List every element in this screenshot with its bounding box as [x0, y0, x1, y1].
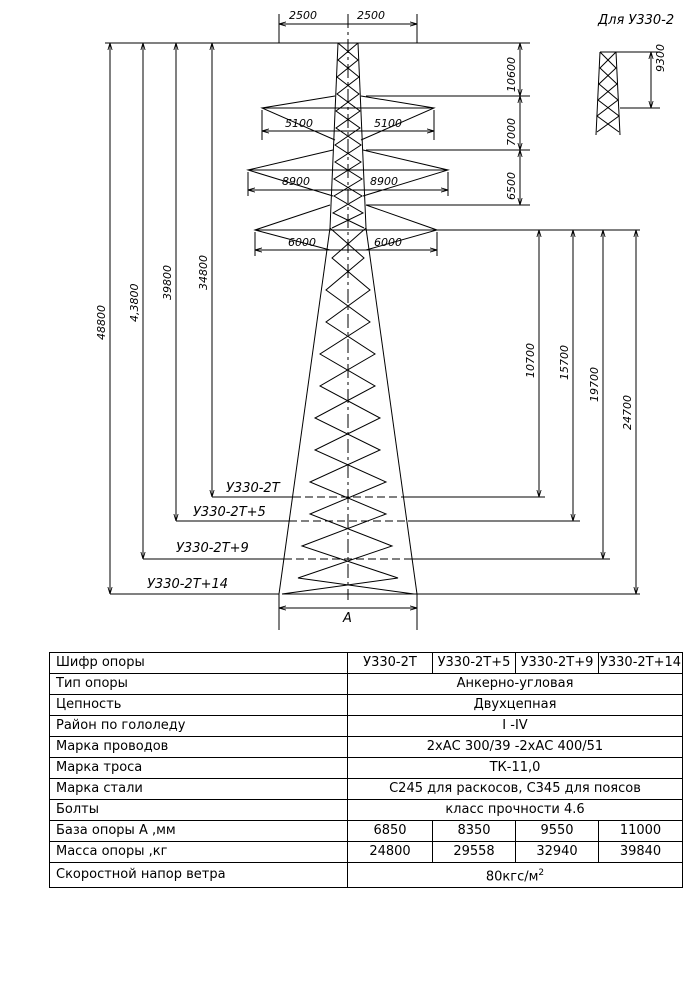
row-label: База опоры А ,мм — [49, 820, 348, 842]
cell-value: С245 для раскосов, С345 для поясов — [347, 778, 683, 800]
cell-value: 8350 — [432, 820, 516, 842]
segment-6500: 6500 — [505, 172, 518, 200]
row-label: Болты — [49, 799, 348, 821]
cell-value: I -IV — [347, 715, 683, 737]
tower-upper-body — [329, 42, 367, 229]
table-row: Цепность Двухцепная — [49, 694, 683, 716]
cell-value: Двухцепная — [347, 694, 683, 716]
segment-10600: 10600 — [505, 57, 518, 92]
tower-spec-table: Шифр опоры У330-2Т У330-2Т+5 У330-2Т+9 У… — [49, 652, 683, 889]
table-row: Шифр опоры У330-2Т У330-2Т+5 У330-2Т+9 У… — [49, 652, 683, 674]
row-label: Шифр опоры — [49, 652, 348, 674]
height-19700: 19700 — [588, 367, 601, 402]
cell-value: 11000 — [598, 820, 683, 842]
variant-note-height: 9300 — [654, 44, 667, 72]
arm2-width-right: 8900 — [370, 175, 398, 188]
table-row: Болты класс прочности 4.6 — [49, 799, 683, 821]
top-width-left: 2500 — [289, 9, 317, 22]
arm1-width-right: 5100 — [374, 117, 402, 130]
arm2-width-left: 8900 — [282, 175, 310, 188]
cell-value: ТК-11,0 — [347, 757, 683, 779]
table-row: Тип опоры Анкерно-угловая — [49, 673, 683, 695]
cell-value: 39840 — [598, 841, 683, 863]
row-label: Масса опоры ,кг — [49, 841, 348, 863]
wind-pressure-value: 80кгс/м — [485, 869, 539, 885]
table-row: База опоры А ,мм 6850 8350 9550 11000 — [49, 820, 683, 842]
cell-value: 32940 — [515, 841, 599, 863]
table-row: Марка проводов 2хАС 300/39 -2хАС 400/51 — [49, 736, 683, 758]
height-34800: 34800 — [197, 255, 210, 290]
cell-value: У330-2Т+14 — [598, 652, 683, 674]
row-label: Скоростной напор ветра — [49, 861, 348, 889]
row-label: Марка проводов — [49, 736, 348, 758]
table-row: Скоростной напор ветра 80кгс/м2 — [49, 861, 683, 889]
height-10700: 10700 — [524, 343, 537, 378]
wind-pressure-exponent: 2 — [538, 868, 545, 878]
table-row: Марка троса ТК-11,0 — [49, 757, 683, 779]
arm1-width-left: 5100 — [285, 117, 313, 130]
height-48800: 48800 — [95, 305, 108, 340]
row-label: Марка стали — [49, 778, 348, 800]
height-15700: 15700 — [558, 345, 571, 380]
base-label-2t14: У330-2Т+14 — [147, 577, 228, 592]
cell-value: класс прочности 4.6 — [347, 799, 683, 821]
base-label-2t: У330-2Т — [226, 481, 281, 496]
base-label-2t5: У330-2Т+5 — [193, 505, 266, 520]
base-dim-label: А — [342, 611, 352, 626]
arm3-width-left: 6000 — [288, 236, 316, 249]
cell-value: 9550 — [515, 820, 599, 842]
row-label: Район по гололеду — [49, 715, 348, 737]
cell-value: 29558 — [432, 841, 516, 863]
cell-value: 6850 — [347, 820, 433, 842]
height-24700: 24700 — [621, 395, 634, 430]
variant-sketch — [595, 51, 660, 136]
height-43800: 4,3800 — [128, 284, 141, 323]
variant-note: Для У330-2 — [597, 13, 674, 28]
base-label-2t9: У330-2Т+9 — [176, 541, 249, 556]
row-label: Тип опоры — [49, 673, 348, 695]
middle-crossarm — [246, 149, 450, 197]
cell-value: У330-2Т+9 — [515, 652, 599, 674]
table-row: Район по гололеду I -IV — [49, 715, 683, 737]
row-label: Марка троса — [49, 757, 348, 779]
cell-value: У330-2Т — [347, 652, 433, 674]
arm3-width-right: 6000 — [374, 236, 402, 249]
cell-value: 24800 — [347, 841, 433, 863]
tower-lower-body — [278, 227, 418, 595]
table-row: Масса опоры ,кг 24800 29558 32940 39840 — [49, 841, 683, 863]
height-39800: 39800 — [161, 265, 174, 300]
row-label: Цепность — [49, 694, 348, 716]
cell-value: У330-2Т+5 — [432, 652, 516, 674]
top-width-right: 2500 — [357, 9, 385, 22]
lower-crossarm — [253, 204, 439, 251]
cell-value: Анкерно-угловая — [347, 673, 683, 695]
segment-7000: 7000 — [505, 118, 518, 146]
tower-drawing: 2500 2500 Для У330-2 9300 5100 5100 8900… — [95, 9, 674, 630]
wind-pressure-cell: 80кгс/м2 — [347, 861, 683, 889]
table-row: Марка стали С245 для раскосов, С345 для … — [49, 778, 683, 800]
cell-value: 2хАС 300/39 -2хАС 400/51 — [347, 736, 683, 758]
